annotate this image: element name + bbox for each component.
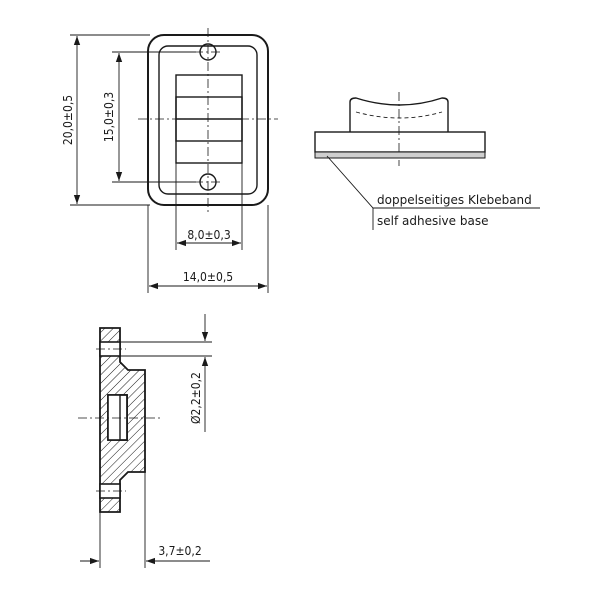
dimension-width-total-label: 14,0±0,5 xyxy=(183,270,233,284)
side-base-plate xyxy=(314,131,486,153)
dimension-height-total: 20,0±0,5 xyxy=(61,34,150,206)
side-view: doppelseitiges Klebeband self adhesive b… xyxy=(314,92,540,230)
dimension-height-holes-label: 15,0±0,3 xyxy=(102,92,116,142)
dimension-width-inner-label: 8,0±0,3 xyxy=(187,228,230,242)
adhesive-label-en: self adhesive base xyxy=(377,214,488,228)
dimension-width-inner: 8,0±0,3 xyxy=(175,163,243,250)
dimension-depth-label: 3,7±0,2 xyxy=(158,544,201,558)
front-view: 20,0±0,5 15,0±0,3 8,0±0,3 14,0±0,5 xyxy=(61,28,278,293)
section-recess xyxy=(107,394,128,441)
dimension-hole-diameter: Ø2,2±0,2 xyxy=(120,314,212,432)
dimension-width-total: 14,0±0,5 xyxy=(147,205,269,293)
section-recess-step xyxy=(119,394,128,441)
dimension-depth: 3,7±0,2 xyxy=(80,472,210,568)
side-saddle xyxy=(349,97,449,132)
section-view: Ø2,2±0,2 3,7±0,2 xyxy=(78,314,212,568)
dimension-hole-diameter-label: Ø2,2±0,2 xyxy=(189,372,203,424)
dimension-height-holes: 15,0±0,3 xyxy=(102,51,196,183)
adhesive-label-de: doppelseitiges Klebeband xyxy=(377,193,532,207)
side-adhesive-layer xyxy=(314,151,486,159)
side-saddle-hidden xyxy=(355,111,443,119)
dimension-height-total-label: 20,0±0,5 xyxy=(61,95,75,145)
